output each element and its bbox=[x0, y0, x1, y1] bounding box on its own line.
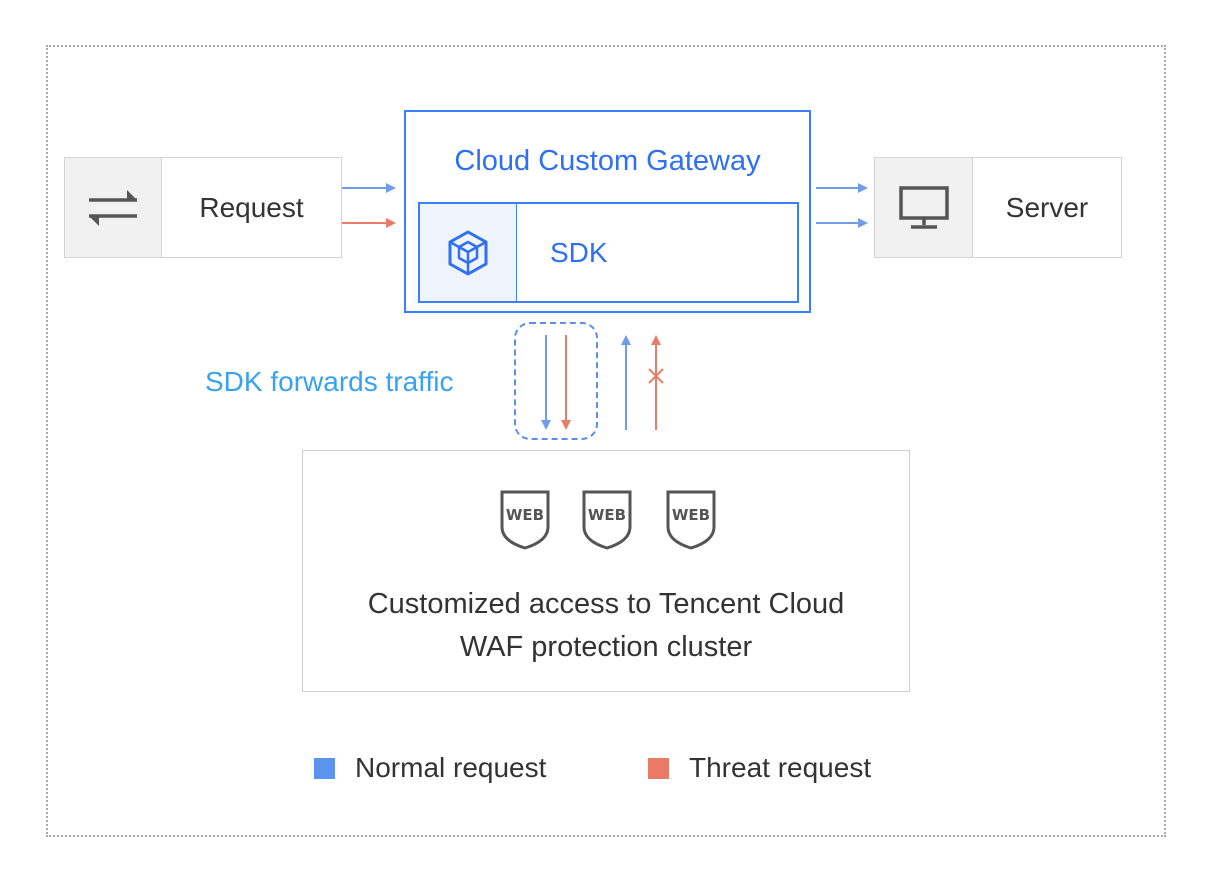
gateway-title: Cloud Custom Gateway bbox=[454, 145, 761, 177]
waf-description-line-2: WAF protection cluster bbox=[459, 631, 753, 663]
shield-text: WEB bbox=[672, 506, 710, 524]
web-shield-icon: WEB bbox=[582, 490, 632, 550]
sdk-icon-cell bbox=[420, 204, 517, 301]
shield-text: WEB bbox=[588, 506, 626, 524]
sdk-forwards-traffic-label: SDK forwards traffic bbox=[205, 366, 454, 397]
waf-description: Customized access to Tencent Cloud WAF p… bbox=[303, 583, 909, 669]
server-icon-cell bbox=[875, 158, 973, 257]
server-box: Server bbox=[874, 157, 1122, 258]
shield-text: WEB bbox=[506, 506, 544, 524]
legend-normal-swatch bbox=[314, 757, 335, 779]
sdk-label: SDK bbox=[550, 236, 608, 268]
web-shield-icon: WEB bbox=[666, 490, 716, 550]
server-label: Server bbox=[1005, 191, 1089, 223]
legend-threat-request: Threat request bbox=[648, 752, 871, 784]
waf-protection-cluster: WEB WEB WEB Customized access to Tencent… bbox=[302, 450, 910, 692]
request-box: Request bbox=[64, 157, 342, 258]
sdk-box: SDK bbox=[418, 202, 799, 303]
diagram-frame bbox=[46, 45, 1166, 837]
waf-description-line-1: Customized access to Tencent Cloud bbox=[367, 588, 845, 620]
web-shield-icon: WEB bbox=[500, 490, 550, 550]
legend-normal-label: Normal request bbox=[355, 752, 547, 783]
legend-threat-swatch bbox=[648, 757, 669, 779]
cube-icon bbox=[448, 230, 488, 275]
legend-normal-request: Normal request bbox=[314, 752, 546, 784]
forwarded-traffic-group bbox=[514, 322, 598, 440]
cloud-custom-gateway: Cloud Custom Gateway SDK bbox=[404, 110, 811, 313]
monitor-icon bbox=[898, 185, 949, 229]
swap-arrows-icon bbox=[89, 189, 137, 226]
legend-threat-label: Threat request bbox=[689, 752, 872, 783]
request-label: Request bbox=[199, 191, 304, 223]
request-icon-cell bbox=[65, 158, 162, 257]
